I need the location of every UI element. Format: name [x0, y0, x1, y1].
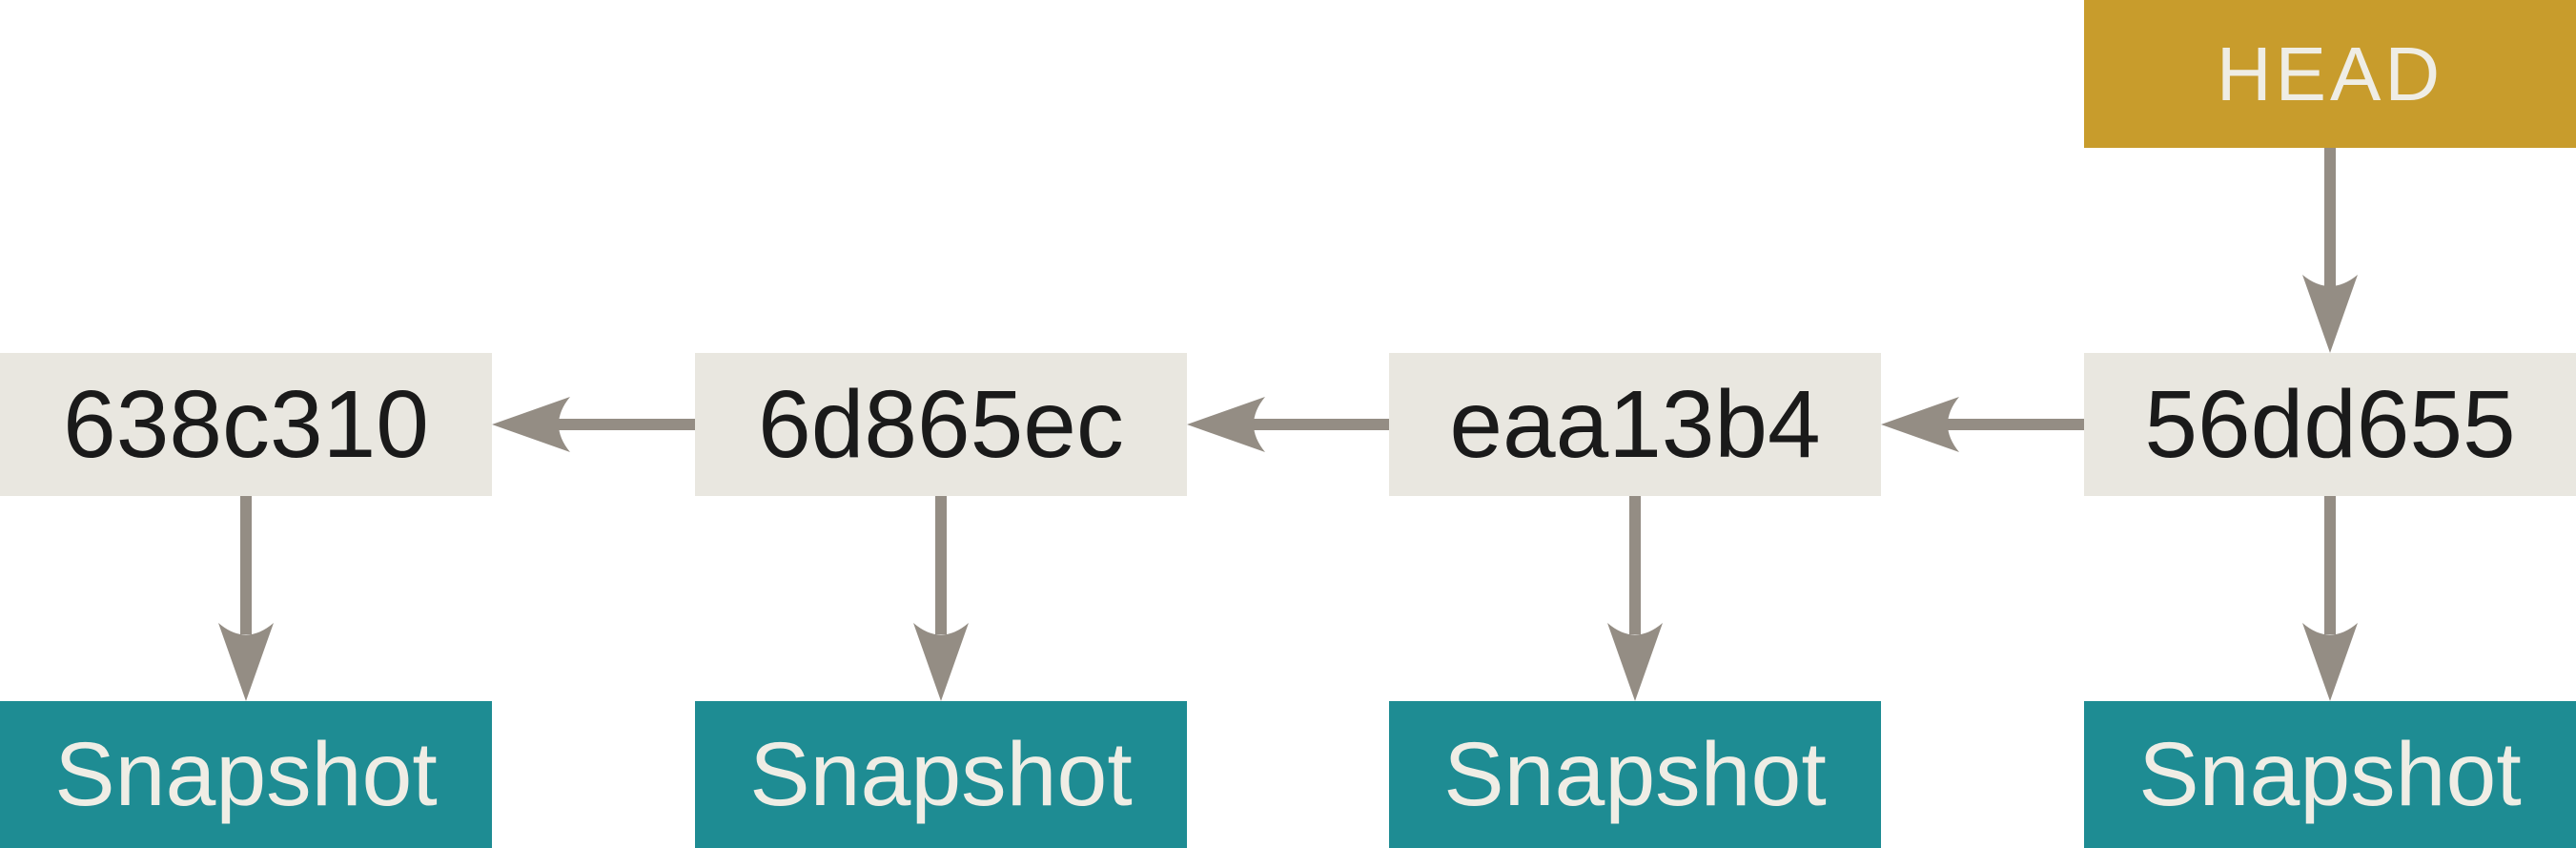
- commit-box-638c310: 638c310: [0, 353, 492, 496]
- commit-hash-label: 56dd655: [2144, 370, 2516, 478]
- commit-hash-label: eaa13b4: [1449, 370, 1821, 478]
- snapshot-box-2: Snapshot: [695, 701, 1187, 848]
- arrow-commit2-to-commit1: [492, 397, 695, 452]
- arrow-commit4-to-commit3: [1881, 397, 2084, 452]
- snapshot-box-4: Snapshot: [2084, 701, 2576, 848]
- arrow-commit3-to-commit2: [1187, 397, 1389, 452]
- commit-box-56dd655: 56dd655: [2084, 353, 2576, 496]
- commit-hash-label: 6d865ec: [758, 370, 1124, 478]
- arrow-commit1-to-snapshot: [218, 496, 274, 701]
- snapshot-label: Snapshot: [54, 723, 438, 825]
- snapshot-box-1: Snapshot: [0, 701, 492, 848]
- commit-box-eaa13b4: eaa13b4: [1389, 353, 1881, 496]
- arrow-commit4-to-snapshot: [2302, 496, 2358, 701]
- arrow-head-to-commit: [2302, 148, 2358, 353]
- commit-box-6d865ec: 6d865ec: [695, 353, 1187, 496]
- head-ref-label: HEAD: [2216, 31, 2444, 116]
- snapshot-label: Snapshot: [1443, 723, 1827, 825]
- arrow-commit2-to-snapshot: [913, 496, 969, 701]
- head-ref-box: HEAD: [2084, 0, 2576, 148]
- snapshot-label: Snapshot: [2138, 723, 2522, 825]
- commit-hash-label: 638c310: [63, 370, 429, 478]
- snapshot-box-3: Snapshot: [1389, 701, 1881, 848]
- arrow-commit3-to-snapshot: [1607, 496, 1663, 701]
- snapshot-label: Snapshot: [749, 723, 1133, 825]
